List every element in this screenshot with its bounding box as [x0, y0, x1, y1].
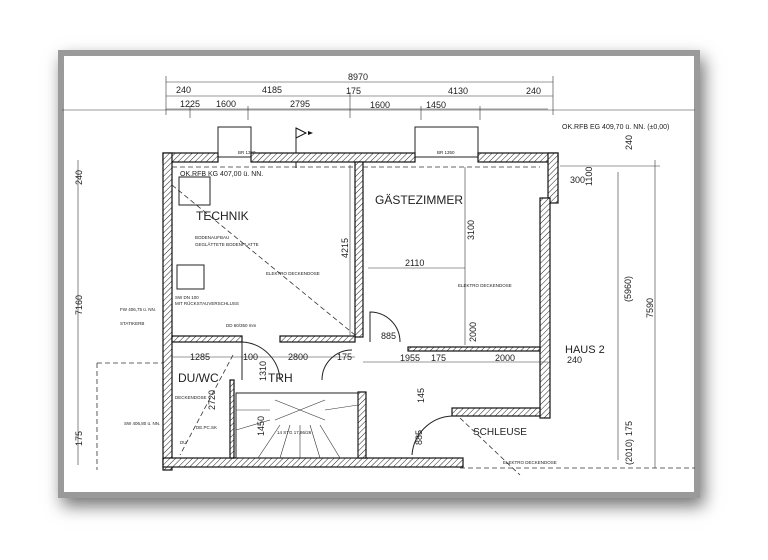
- note: ELEKTRO DECKENDOSE: [266, 271, 320, 276]
- dimension-lines: [77, 160, 695, 476]
- window-bay: [414, 126, 479, 158]
- dim: 4185: [262, 85, 282, 95]
- dim: 2800: [288, 352, 308, 362]
- dim: 7590: [645, 298, 655, 318]
- dim: 4130: [448, 86, 468, 96]
- staircase: [235, 392, 359, 459]
- dim: 1225: [180, 99, 200, 109]
- note: ELEKTRO DECKENDOSE: [503, 460, 557, 465]
- dim: 1310: [258, 361, 268, 381]
- dim: 2795: [290, 99, 310, 109]
- dim: 885: [414, 430, 424, 445]
- level-eg: OK.RFB EG 409,70 ü. NN. (±0,00): [562, 124, 669, 131]
- label-haus2: HAUS 2: [565, 344, 605, 356]
- door-schleuse[interactable]: [411, 415, 453, 456]
- note: DECKENDOSE: [175, 395, 207, 400]
- dim: 3100: [466, 220, 476, 240]
- note: DU: [180, 440, 187, 445]
- dim: 1955: [400, 353, 420, 363]
- tank-symbol: [178, 176, 211, 206]
- dim: 175: [431, 353, 446, 363]
- door-gaestezimmer[interactable]: [369, 311, 401, 343]
- window-label: BR 1350: [437, 150, 455, 155]
- dim: 2720: [207, 390, 217, 410]
- dim: 175: [337, 352, 352, 362]
- dim: 885: [381, 331, 396, 341]
- note: MIT RÜCKSTAUVERSCHLUSS: [175, 300, 239, 306]
- door-trh[interactable]: [321, 349, 353, 381]
- dim: 1450: [256, 416, 266, 436]
- dim: 175: [624, 421, 634, 436]
- dim: 4215: [340, 238, 350, 258]
- dim-total: 8970: [348, 72, 368, 82]
- dim: (5960): [623, 276, 633, 302]
- dim: (2010): [624, 439, 634, 465]
- dim: 1600: [216, 99, 236, 109]
- room-schleuse: SCHLEUSE: [473, 427, 527, 438]
- dim: 240: [74, 170, 84, 185]
- dim: 100: [243, 352, 258, 362]
- dim: 175: [346, 86, 361, 96]
- stairs-label: 14 STG 17,86/26: [277, 430, 312, 435]
- note: STATIKERB: [120, 321, 144, 326]
- dim: 300: [570, 175, 585, 185]
- note: DE.PC.SK: [196, 425, 217, 430]
- boiler-symbol: [176, 264, 205, 290]
- note: ELEKTRO DECKENDOSE: [458, 283, 512, 288]
- window-bay: [217, 126, 252, 158]
- room-technik: TECHNIK: [196, 209, 249, 223]
- dim: 145: [416, 388, 426, 403]
- dim: 240: [526, 86, 541, 96]
- room-du-wc: DU/WC: [178, 371, 219, 385]
- dim: 240: [176, 85, 191, 95]
- note: GEGLÄTTETE BODENPLATTE: [195, 241, 259, 247]
- window-label: BR 1350: [238, 150, 256, 155]
- walls: [162, 152, 559, 471]
- dim: 2000: [468, 322, 478, 342]
- dim: 1600: [370, 100, 390, 110]
- note: FW 406,75 ü. NN.: [120, 307, 156, 312]
- dim: 2000: [495, 353, 515, 363]
- dim: 2110: [405, 258, 424, 268]
- note: BODENAUFBAU: [195, 235, 229, 240]
- dim: 1450: [426, 100, 446, 110]
- note: DD 60/350 mm: [226, 323, 257, 328]
- note: SW 406,80 ü. NN.: [124, 421, 160, 426]
- level-kg: OK.RFB KG 407,00 ü. NN.: [180, 171, 263, 178]
- dim: 7160: [74, 295, 84, 315]
- room-gaestezimmer: GÄSTEZIMMER: [375, 193, 463, 207]
- room-trh: TRH: [268, 371, 293, 385]
- dim: 240: [624, 135, 634, 150]
- dim: 1285: [190, 352, 210, 362]
- note: SW DN 100: [175, 295, 199, 300]
- dim: 175: [74, 431, 84, 446]
- door-technik[interactable]: [241, 341, 281, 381]
- dim: 1100: [584, 167, 594, 186]
- dim: 240: [567, 355, 582, 365]
- top-dimensions: 8970 240 4185 175 4130 240 1225 1600 279…: [62, 72, 695, 120]
